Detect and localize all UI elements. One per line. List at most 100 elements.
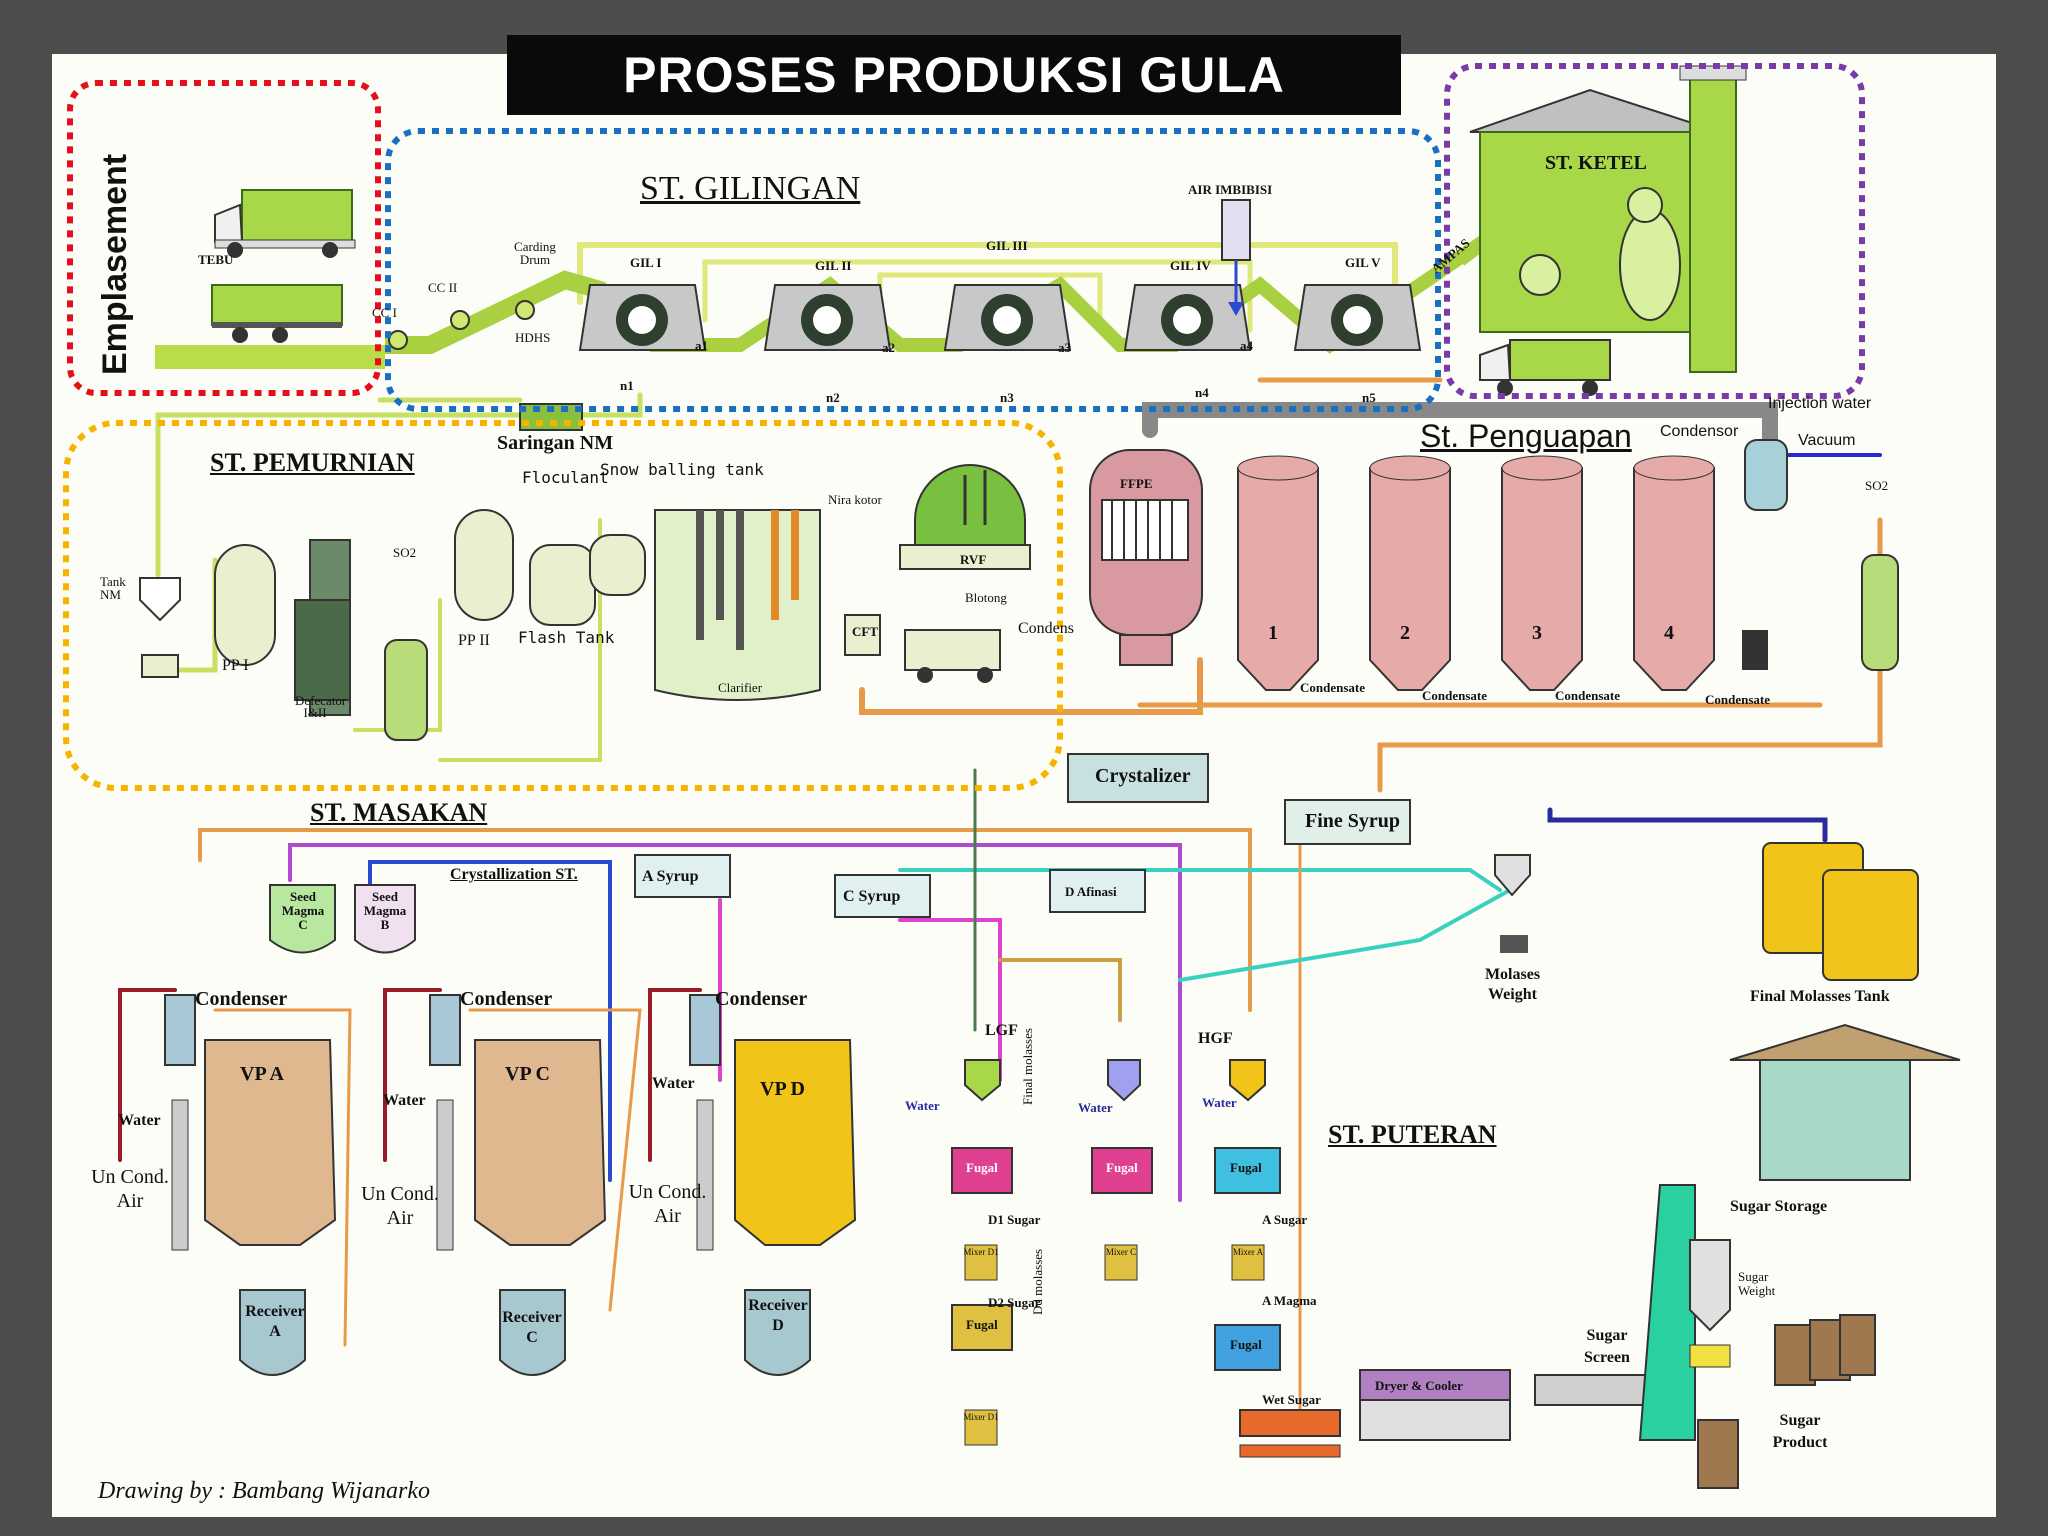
crystalizer-icon <box>1067 753 1209 803</box>
water-label-c: Water <box>383 1092 426 1109</box>
pp2-tank <box>454 509 514 621</box>
juice-n4-label: n4 <box>1195 385 1209 400</box>
a-magma-label: A Magma <box>1262 1293 1317 1308</box>
fugal-d1-label: Fugal <box>966 1160 998 1175</box>
raw-juice-line <box>155 392 643 578</box>
emplasement-ground <box>155 345 385 369</box>
masakan-group <box>164 753 1411 1376</box>
masakan-title: ST. MASAKAN <box>310 798 488 827</box>
dryer-cooler-label: Dryer & Cooler <box>1375 1378 1463 1393</box>
fugal-a-label: Fugal <box>1230 1160 1262 1175</box>
clear-juice-line <box>859 657 1203 715</box>
fugal-d2-label: Fugal <box>966 1317 998 1332</box>
fugal-d1-icon <box>951 1147 1013 1194</box>
water-label-c-fugal: Water <box>1078 1100 1113 1115</box>
vacuum-pan-a <box>164 994 337 1376</box>
emplasement-label: Emplasement <box>96 153 134 375</box>
sugar-weigher-icon <box>1689 1239 1731 1332</box>
molasses-teal-line <box>1178 888 1512 982</box>
emplasement-group <box>155 189 385 369</box>
a-syrup-label: A Syrup <box>642 868 699 885</box>
d2-sugar-label: D2 Sugar <box>988 1295 1041 1310</box>
mixer-d1-label: Mixer D1 <box>963 1247 999 1257</box>
truck-icon <box>214 189 356 258</box>
seed-magma-c-icon <box>269 884 336 954</box>
floculant-label: Floculant <box>522 468 609 487</box>
ketel-group <box>1469 65 1747 396</box>
imbibition-tank-icon <box>1221 199 1251 316</box>
ketel-title: ST. KETEL <box>1545 152 1647 174</box>
crystalizer-label: Crystalizer <box>1095 765 1191 787</box>
juice-to-sulfur <box>353 598 442 732</box>
mixer-a-icon <box>1231 1244 1265 1281</box>
ffpe-label: FFPE <box>1120 476 1153 491</box>
flash-tank-label: Flash Tank <box>518 628 615 647</box>
hdhs-label: HDHS <box>515 330 551 345</box>
pemurnian-title: ST. PEMURNIAN <box>210 448 415 477</box>
condensate-label-2: Condensate <box>1422 688 1488 703</box>
gilingan-title: ST. GILINGAN <box>640 170 861 207</box>
air-line-d <box>648 988 702 1162</box>
sugar-storage-roof <box>1729 1023 1961 1061</box>
c-syrup-tank <box>834 874 931 918</box>
d1-sugar-label: D1 Sugar <box>988 1212 1041 1227</box>
c-syrup-label: C Syrup <box>843 888 901 905</box>
evap-steam <box>1142 402 1778 468</box>
masakan-teal <box>898 868 1502 892</box>
water-label-d: Water <box>652 1075 695 1092</box>
condenser-label-c: Condenser <box>460 988 553 1010</box>
chimney <box>1689 71 1737 373</box>
bagasse-a4-label: a4 <box>1240 338 1253 353</box>
fugal-d2-icon <box>951 1304 1013 1351</box>
receiver-a-label: Receiver A <box>245 1303 305 1340</box>
d-afinasi-label: D Afinasi <box>1065 884 1117 899</box>
sugar-sack-icons <box>1697 1314 1876 1489</box>
mill-icon-2 <box>763 284 892 351</box>
molasses-weight-label: Molases Weight <box>1484 966 1541 1003</box>
juice-n1-label: n1 <box>620 378 634 393</box>
pan-a-label: VP A <box>240 1063 284 1085</box>
boiler-drum <box>1619 209 1681 321</box>
fine-syrup-label: Fine Syrup <box>1305 810 1401 832</box>
condensor-icon <box>1744 439 1788 511</box>
seed-magma-b-label: Seed Magma B <box>363 889 407 932</box>
mill-2-label: GIL II <box>815 258 852 273</box>
mill-icon-5 <box>1293 284 1422 351</box>
water-label-lgf: Water <box>905 1098 940 1113</box>
bagasse-a3-label: a3 <box>1058 340 1071 355</box>
ffpe-grid <box>1111 500 1173 560</box>
bucket-elevator <box>1638 1184 1696 1441</box>
slide-canvas <box>52 54 1996 1517</box>
fugal-a2-icon <box>1214 1324 1281 1371</box>
boiler-truck-icon <box>1479 339 1611 396</box>
evap-to-syrup <box>1377 517 1883 793</box>
tebu-label: TEBU <box>198 252 234 267</box>
evap-4-label: 4 <box>1664 622 1674 644</box>
mill-4-label: GIL IV <box>1170 258 1211 273</box>
masakan-orange-1 <box>198 828 1252 1012</box>
carding-drum-label: Carding Drum <box>514 239 556 267</box>
gilingan-box <box>385 128 1441 412</box>
mixer-a-label: Mixer A <box>1232 1247 1264 1257</box>
ctt-tank-icon <box>844 614 881 656</box>
water-label-a: Water <box>118 1112 161 1129</box>
puteran-group <box>951 842 1961 1489</box>
penguapan-title: St. Penguapan <box>1420 418 1632 454</box>
fine-syrup-tank <box>1284 799 1411 845</box>
receiver-line-c <box>468 1008 642 1312</box>
pan-c-label: VP C <box>505 1063 550 1085</box>
injection-water-label: Injection water <box>1768 395 1872 412</box>
mill-icon-4 <box>1123 284 1252 351</box>
pp1-tank <box>214 544 276 666</box>
juice-line-top <box>577 242 1398 305</box>
page-title: PROSES PRODUKSI GULA <box>507 35 1401 115</box>
air-line-a <box>118 988 177 1162</box>
gilingan-group <box>385 199 1505 354</box>
blotong-label: Blotong <box>965 590 1007 605</box>
sulfur-line <box>438 518 602 762</box>
masakan-blue <box>368 860 612 1182</box>
mill-icon-1 <box>578 284 707 351</box>
sugar-screen-label: Sugar Screen <box>1584 1327 1630 1366</box>
credit-label: Drawing by : Bambang Wijanarko <box>98 1478 430 1504</box>
air-imbibisi-label: AIR IMBIBISI <box>1188 182 1273 197</box>
